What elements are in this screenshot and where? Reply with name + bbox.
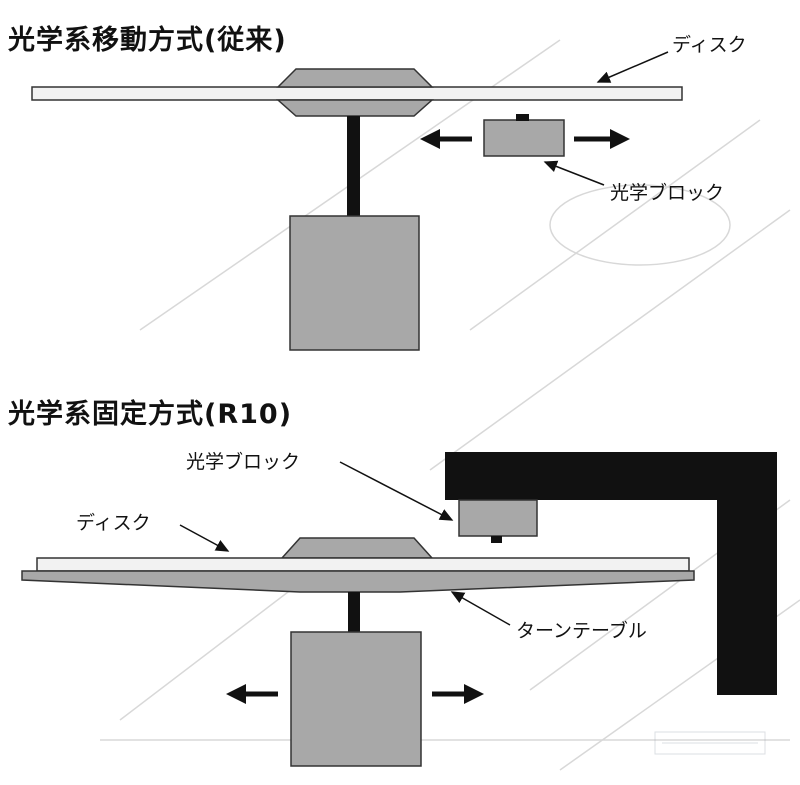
top-optical-block-label: 光学ブロック bbox=[610, 182, 725, 204]
bottom-title: 光学系固定方式(R10) bbox=[8, 399, 293, 430]
bottom-spindle-shaft bbox=[348, 592, 360, 632]
bottom-optical-block-lens bbox=[491, 536, 502, 543]
bottom-disc-label: ディスク bbox=[76, 512, 151, 534]
bottom-disc bbox=[36, 557, 690, 572]
top-title: 光学系移動方式(従来) bbox=[8, 25, 287, 56]
bottom-move-arrow-right bbox=[432, 684, 484, 704]
top-disc-leader bbox=[596, 51, 669, 83]
bottom-turntable bbox=[21, 570, 695, 593]
bottom-diagram bbox=[21, 452, 777, 767]
bottom-optical-leader bbox=[339, 461, 454, 521]
top-disc bbox=[31, 86, 683, 101]
top-optical-block-lens bbox=[516, 114, 529, 121]
top-clamp-lower bbox=[276, 99, 434, 117]
bottom-fixed-arm bbox=[445, 452, 777, 695]
bottom-move-arrow-left bbox=[226, 684, 278, 704]
top-optical-leader bbox=[543, 160, 605, 186]
bottom-spindle-motor bbox=[290, 631, 422, 767]
top-spindle-shaft bbox=[347, 116, 360, 216]
top-clamp-upper bbox=[276, 68, 434, 88]
top-spindle-motor bbox=[289, 215, 420, 351]
top-disc-label: ディスク bbox=[672, 34, 747, 56]
bottom-optical-block bbox=[458, 499, 538, 537]
watermark-logo bbox=[654, 731, 766, 755]
bottom-disc-leader bbox=[179, 524, 230, 552]
top-diagram bbox=[31, 51, 683, 351]
top-move-arrow-left bbox=[420, 129, 472, 149]
top-optical-block bbox=[483, 119, 565, 157]
bottom-clamp bbox=[280, 537, 434, 559]
bottom-turntable-label: ターンテーブル bbox=[516, 620, 647, 642]
bottom-turntable-leader bbox=[450, 591, 511, 626]
bottom-optical-block-label: 光学ブロック bbox=[186, 451, 301, 473]
top-move-arrow-right bbox=[574, 129, 630, 149]
